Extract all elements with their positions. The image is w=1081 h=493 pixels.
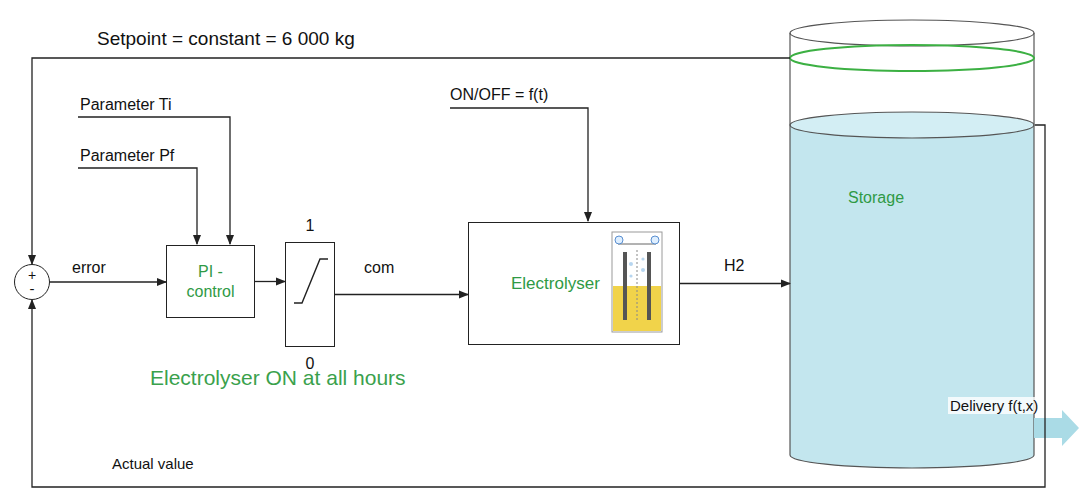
tank-wall (789, 33, 790, 455)
controller-box: PI - control (166, 245, 255, 318)
bubble (629, 262, 633, 266)
delivery-label: Delivery f(t,x) (948, 397, 1040, 414)
electrode (623, 252, 627, 320)
tank-top (790, 20, 1034, 46)
signal-label: com (362, 259, 396, 277)
cell-outline (612, 232, 662, 332)
signal-line (50, 281, 166, 282)
sign-minus: - (30, 282, 35, 295)
signal-line (32, 125, 1045, 487)
liquid-surface (790, 112, 1034, 138)
ramp-line (294, 259, 328, 303)
tank-bottom (790, 455, 1034, 468)
storage-tank: Storage (790, 20, 1035, 470)
parameter-name: Parameter Pf (80, 147, 174, 165)
terminal (615, 236, 623, 244)
summing-junction: +- (14, 264, 50, 300)
lower-limit: 0 (306, 355, 315, 373)
limiter-block: 10 (285, 242, 335, 347)
bubble (641, 257, 644, 260)
setpoint-level (790, 45, 1034, 71)
electrolyser-box: Electrolyser (468, 222, 680, 345)
delivery-arrow (1034, 410, 1079, 446)
ramp-symbol (286, 243, 334, 317)
membrane (637, 250, 638, 322)
signal-label: Setpoint = constant = 6 000 kg (95, 28, 357, 50)
upper-limit: 1 (306, 217, 315, 235)
signal-label: H2 (722, 257, 746, 275)
operating-note: Electrolyser ON at all hours (150, 366, 406, 390)
controller-name: PI - control (175, 262, 246, 302)
onoff-wire (450, 108, 588, 221)
parameter-wire (78, 168, 197, 244)
cell-wire (618, 244, 656, 245)
parameter-wire (78, 117, 230, 244)
signal-line (255, 281, 285, 282)
signal-line (680, 283, 790, 284)
signal-label: Actual value (110, 455, 196, 472)
terminal (651, 236, 659, 244)
signal-line (335, 294, 468, 295)
electrolyte (613, 286, 661, 331)
parameter-name: Parameter Ti (80, 96, 172, 114)
bubble (629, 274, 632, 277)
sign-plus: + (28, 269, 36, 282)
storage-liquid (790, 125, 1034, 468)
electrolyser-name: Electrolyser (511, 274, 600, 294)
switch-signal: ON/OFF = f(t) (450, 86, 548, 104)
signal-line (32, 58, 790, 264)
electrode (647, 252, 651, 320)
storage-name: Storage (848, 188, 1025, 208)
tank-wall (1033, 33, 1034, 455)
bubble (641, 268, 645, 272)
signal-label: error (70, 259, 108, 277)
